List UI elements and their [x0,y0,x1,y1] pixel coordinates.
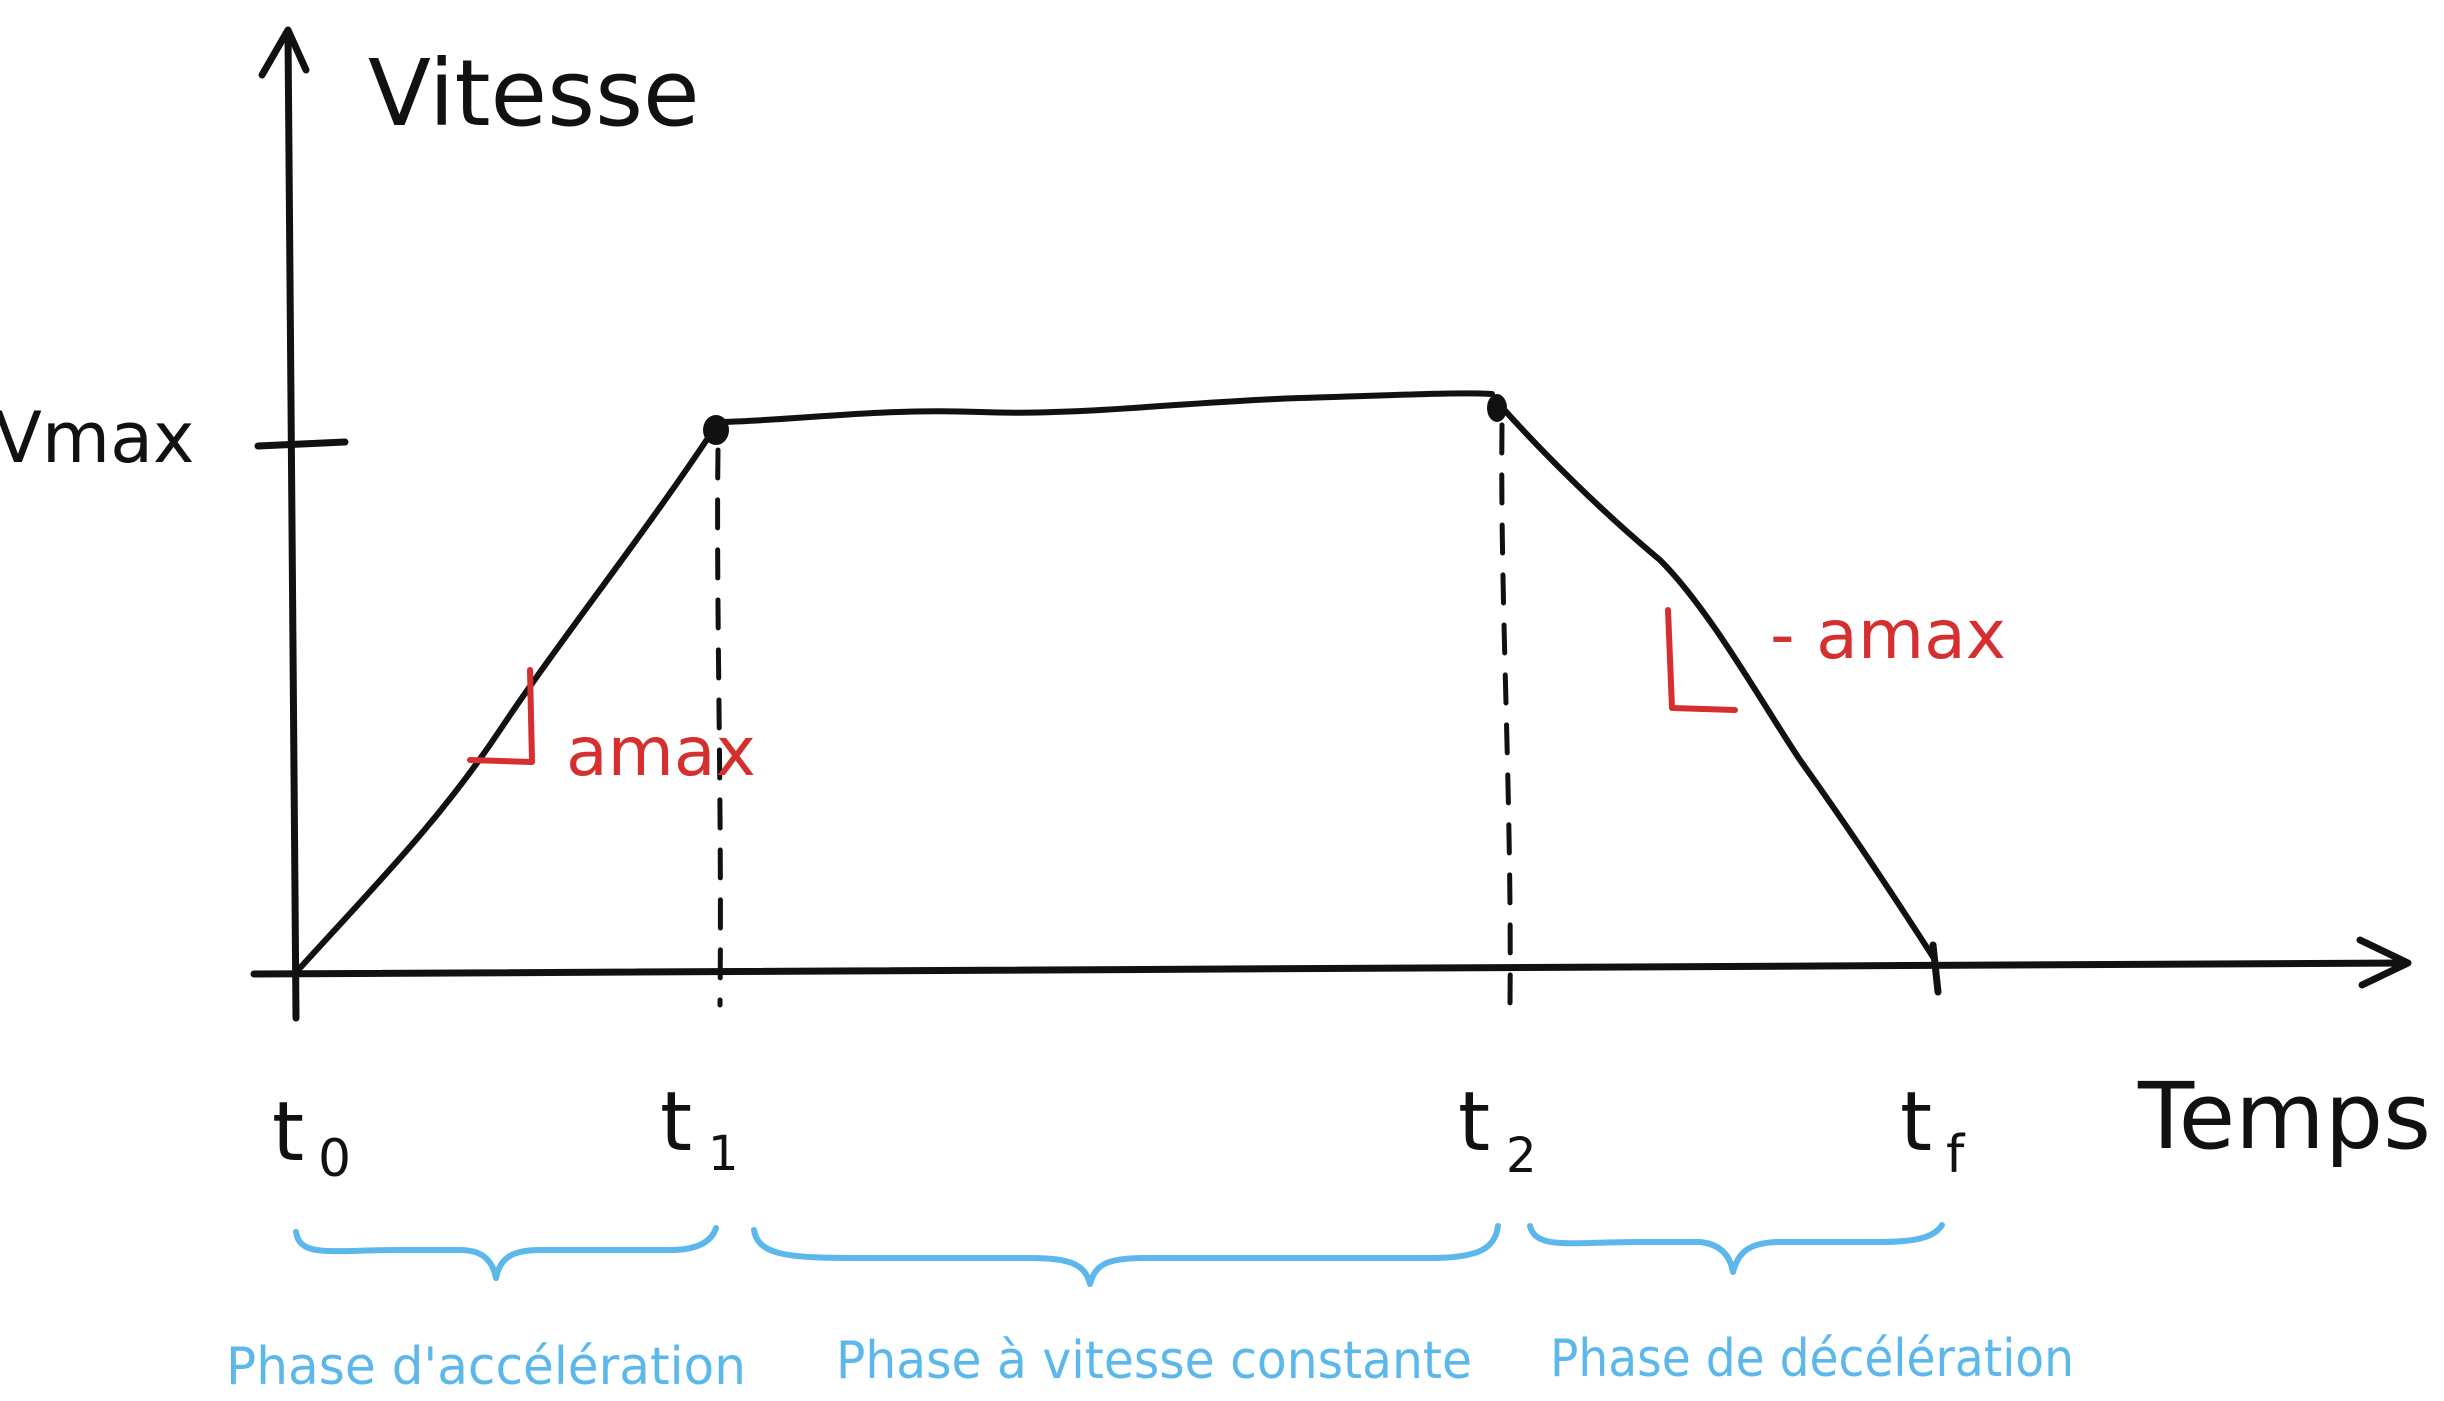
decel-slope-label: - amax [1770,596,2006,675]
time-labels: t 0 t 1 t 2 t f [272,1075,1966,1189]
axes [250,26,2412,1022]
slope-markers [467,607,1738,765]
t2-subscript: 2 [1506,1128,1537,1184]
curve-points [703,394,1507,445]
phase-label-deceleration: Phase de décélération [1550,1329,2074,1389]
t2-label: t [1458,1075,1490,1170]
tf-subscript: f [1946,1125,1966,1185]
brace-constant [751,1223,1501,1287]
vmax-label: Vmax [0,397,194,479]
point-t2 [1487,394,1507,422]
brace-acceleration [293,1225,719,1281]
acceleration-segment [297,429,715,971]
t1-label: t [660,1075,692,1170]
t0-subscript: 0 [318,1129,351,1189]
decel-slope-triangle [1665,607,1738,713]
phase-label-constant: Phase à vitesse constante [836,1331,1472,1391]
velocity-curve [297,390,1938,971]
x-axis [250,959,2409,978]
y-axis [284,30,300,1022]
guides [715,422,1513,1008]
point-t1 [703,415,729,445]
phase-braces [293,1222,1945,1287]
tf-tick [1929,941,1942,996]
t2-guide [1499,422,1513,1008]
phase-label-acceleration: Phase d'accélération [226,1337,746,1397]
t1-guide [715,447,723,1008]
y-axis-arrowhead [258,26,310,79]
vmax-tick [254,438,349,450]
t0-label: t [272,1085,304,1180]
phase-labels: Phase d'accélération Phase à vitesse con… [226,1329,2074,1397]
accel-slope-triangle [467,667,535,765]
accel-slope-label: amax [566,713,756,792]
x-axis-arrowhead [2356,936,2412,989]
x-axis-label: Temps [2137,1063,2431,1170]
tf-label: t [1900,1075,1932,1170]
t1-subscript: 1 [708,1126,739,1182]
y-axis-label: Vitesse [368,40,700,147]
constant-segment [719,390,1495,425]
brace-deceleration [1527,1222,1945,1275]
deceleration-segment [1497,402,1938,963]
